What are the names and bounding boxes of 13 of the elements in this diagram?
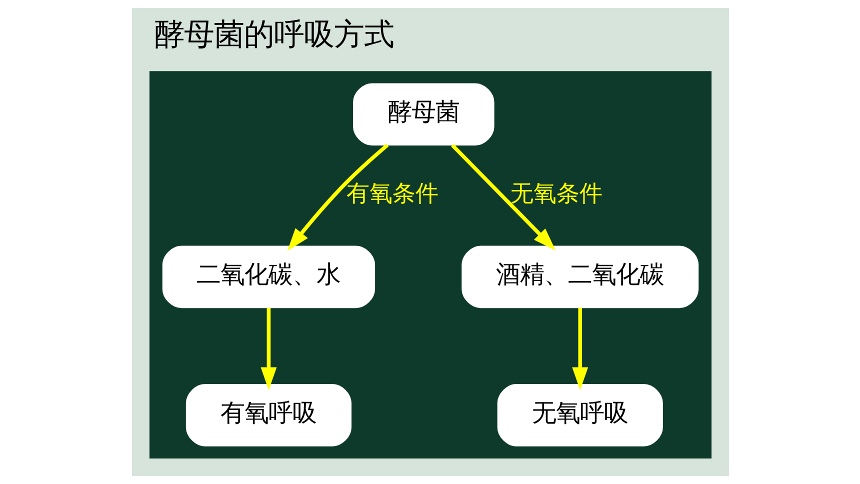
diagram-title: 酵母菌的呼吸方式	[154, 18, 394, 53]
node-box: 酵母菌	[352, 83, 494, 146]
edge-label: 有氧条件	[346, 180, 438, 207]
node-box: 有氧呼吸	[185, 384, 351, 446]
arrow	[286, 144, 388, 251]
edge-label: 无氧条件	[510, 180, 602, 207]
arrow	[572, 308, 588, 390]
cluster	[148, 71, 712, 458]
node-box: 无氧呼吸	[496, 384, 662, 446]
node-box: 二氧化碳、水	[162, 246, 375, 308]
arrow	[260, 308, 276, 390]
arrow	[450, 144, 556, 250]
node-box: 酒精、二氧化碳	[461, 246, 698, 308]
